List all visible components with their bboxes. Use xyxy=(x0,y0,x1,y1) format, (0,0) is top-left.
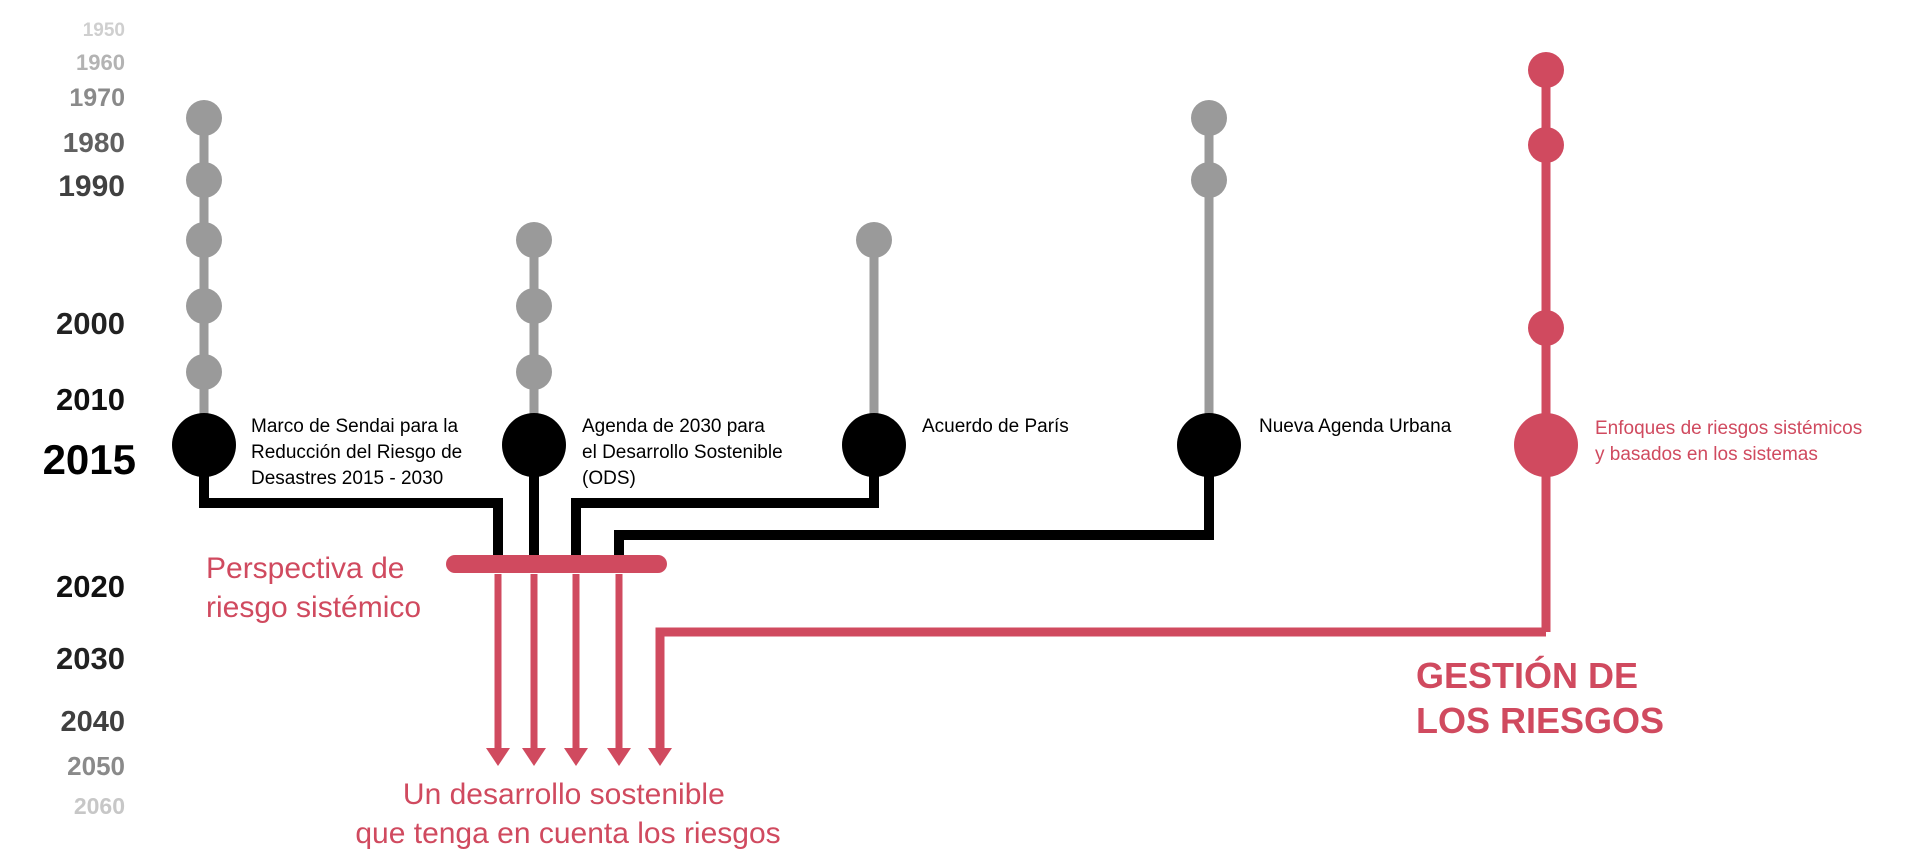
agenda-2030-history-dot xyxy=(516,222,552,258)
paris-label-line: Acuerdo de París xyxy=(922,416,1069,437)
systemic-label-line: Enfoques de riesgos sistémicos xyxy=(1595,418,1862,439)
systemic-history-dot xyxy=(1528,310,1564,346)
agenda-2030-history-dot xyxy=(516,288,552,324)
year-label-2015: 2015 xyxy=(43,436,136,483)
year-label-1960: 1960 xyxy=(76,50,125,75)
year-label-1970: 1970 xyxy=(69,84,125,112)
history-stems xyxy=(186,100,1227,440)
perspective-label-line: riesgo sistémico xyxy=(206,591,421,624)
risk-management-label: GESTIÓN DE LOS RIESGOS xyxy=(1416,654,1664,741)
perspective-label: Perspectiva de riesgo sistémico xyxy=(206,552,421,624)
agenda-2030-label-line: el Desarrollo Sostenible xyxy=(582,442,783,463)
systemic-label-line: y basados en los sistemas xyxy=(1595,444,1818,465)
urban-agenda-history-dot xyxy=(1191,162,1227,198)
risk-management-label-line: LOS RIESGOS xyxy=(1416,700,1664,741)
sendai-label-line: Desastres 2015 - 2030 xyxy=(251,468,443,489)
year-label-2050: 2050 xyxy=(67,751,125,781)
outcome-arrows xyxy=(486,574,672,766)
year-label-2020: 2020 xyxy=(56,569,125,604)
paris-label: Acuerdo de París xyxy=(922,416,1069,437)
agenda-2030-label-line: (ODS) xyxy=(582,468,636,489)
urban-agenda-node xyxy=(1177,413,1241,477)
arrow-head xyxy=(486,748,510,766)
systemic-node xyxy=(1514,413,1578,477)
urban-agenda-label: Nueva Agenda Urbana xyxy=(1259,416,1452,437)
agenda-2030-label-line: Agenda de 2030 para xyxy=(582,416,765,437)
sendai-label: Marco de Sendai para la Reducción del Ri… xyxy=(251,416,468,489)
sendai-node xyxy=(172,413,236,477)
arrow-head xyxy=(607,748,631,766)
year-label-1950: 1950 xyxy=(83,20,125,41)
risk-management-label-line: GESTIÓN DE xyxy=(1416,654,1638,696)
systemic-history-dot xyxy=(1528,127,1564,163)
year-axis: 1950 1960 1970 1980 1990 2000 2010 2015 … xyxy=(43,20,136,819)
perspective-label-line: Perspectiva de xyxy=(206,552,404,585)
outcome-label-line: que tenga en cuenta los riesgos xyxy=(355,817,780,850)
sendai-history-dot xyxy=(186,288,222,324)
year-label-2000: 2000 xyxy=(56,306,125,341)
systemic-label: Enfoques de riesgos sistémicos y basados… xyxy=(1595,418,1867,465)
arrow-head xyxy=(648,748,672,766)
agenda-2030-node xyxy=(502,413,566,477)
year-label-1990: 1990 xyxy=(58,170,125,203)
arrow-head xyxy=(564,748,588,766)
sendai-history-dot xyxy=(186,100,222,136)
sendai-history-dot xyxy=(186,354,222,390)
outcome-label-line: Un desarrollo sostenible xyxy=(403,778,725,811)
year-label-2010: 2010 xyxy=(56,382,125,417)
systemic-stem xyxy=(655,52,1578,748)
urban-agenda-history-dot xyxy=(1191,100,1227,136)
systemic-history-dot xyxy=(1528,52,1564,88)
sendai-label-line: Marco de Sendai para la xyxy=(251,416,458,437)
paris-node xyxy=(842,413,906,477)
systemic-connector xyxy=(655,627,1546,748)
framework-labels: Marco de Sendai para la Reducción del Ri… xyxy=(251,416,1867,489)
urban-agenda-connector xyxy=(614,445,1214,560)
agenda-2030-label: Agenda de 2030 para el Desarrollo Sosten… xyxy=(582,416,788,489)
arrow-head xyxy=(522,748,546,766)
framework-nodes xyxy=(172,413,1241,477)
agenda-2030-history-dot xyxy=(516,354,552,390)
sendai-history-dot xyxy=(186,222,222,258)
outcome-label: Un desarrollo sostenible que tenga en cu… xyxy=(355,778,780,850)
year-label-2030: 2030 xyxy=(56,641,125,676)
paris-history-dot xyxy=(856,222,892,258)
urban-agenda-label-line: Nueva Agenda Urbana xyxy=(1259,416,1452,437)
sendai-history-dot xyxy=(186,162,222,198)
year-label-1980: 1980 xyxy=(63,127,125,158)
year-label-2040: 2040 xyxy=(60,706,125,738)
sendai-label-line: Reducción del Riesgo de xyxy=(251,442,462,463)
year-label-2060: 2060 xyxy=(74,793,125,819)
